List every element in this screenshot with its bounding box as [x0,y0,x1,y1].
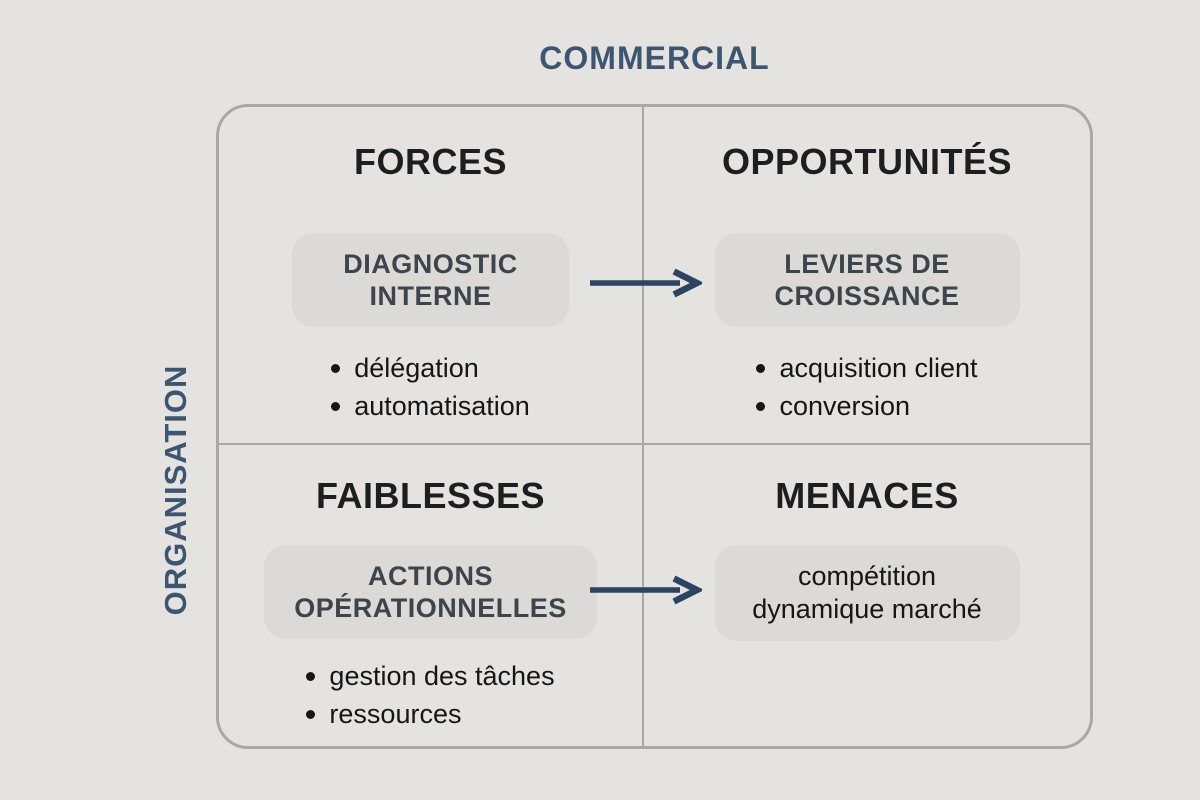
pill-text-line: ACTIONS [368,561,493,591]
quadrant-menaces: MENACES compétition dynamique marché [644,445,1090,746]
quadrant-forces: FORCES DIAGNOSTIC INTERNE délégation aut… [219,107,642,443]
bullet-icon [756,401,766,411]
pill-text-line: compétition [797,561,937,591]
quadrant-opportunites: OPPORTUNITÉS LEVIERS DE CROISSANCE acqui… [644,107,1090,443]
swot-matrix: FORCES DIAGNOSTIC INTERNE délégation aut… [216,104,1093,749]
bullet-item: ressources [306,695,554,733]
bullet-text: délégation [354,353,479,383]
bullet-text: automatisation [354,391,530,421]
axis-label-commercial: COMMERCIAL [539,40,770,76]
pill-text-line: dynamique marché [752,594,982,624]
pill-text-line: INTERNE [369,281,492,311]
bullet-text: gestion des tâches [329,661,555,691]
bullet-icon [756,363,766,373]
bullet-icon [306,709,316,719]
bullet-icon [331,363,341,373]
pill-leviers-de-croissance: LEVIERS DE CROISSANCE [714,233,1020,327]
arrow-faiblesses-to-menaces [590,575,702,605]
pill-text-line: LEVIERS DE [784,249,950,279]
pill-text-line: CROISSANCE [774,281,960,311]
bullet-icon [306,671,316,681]
pill-text-line: DIAGNOSTIC [343,249,518,279]
bullet-item: délégation [331,349,530,387]
axis-label-organisation: ORGANISATION [158,364,193,616]
bullet-item: conversion [756,387,977,425]
horizontal-divider [219,443,1090,445]
pill-text-line: OPÉRATIONNELLES [294,593,567,623]
bullet-text: conversion [779,391,911,421]
opportunites-bullet-list: acquisition client conversion [756,349,978,425]
pill-competition-dynamique-marche: compétition dynamique marché [714,545,1020,641]
quadrant-forces-title: FORCES [353,141,507,182]
faiblesses-bullet-list: gestion des tâches ressources [306,657,555,733]
quadrant-menaces-title: MENACES [775,475,959,516]
bullet-text: acquisition client [779,353,978,383]
quadrant-opportunites-title: OPPORTUNITÉS [721,141,1013,182]
pill-diagnostic-interne: DIAGNOSTIC INTERNE [292,233,569,327]
forces-bullet-list: délégation automatisation [331,349,530,425]
quadrant-faiblesses-title: FAIBLESSES [315,475,546,516]
bullet-item: gestion des tâches [306,657,555,695]
quadrant-faiblesses: FAIBLESSES ACTIONS OPÉRATIONNELLES gesti… [219,445,642,746]
bullet-text: ressources [329,699,462,729]
pill-actions-operationnelles: ACTIONS OPÉRATIONNELLES [264,545,597,639]
bullet-item: acquisition client [756,349,978,387]
bullet-icon [331,401,341,411]
arrow-forces-to-opportunites [590,268,702,298]
bullet-item: automatisation [331,387,530,425]
vertical-divider [642,107,644,746]
